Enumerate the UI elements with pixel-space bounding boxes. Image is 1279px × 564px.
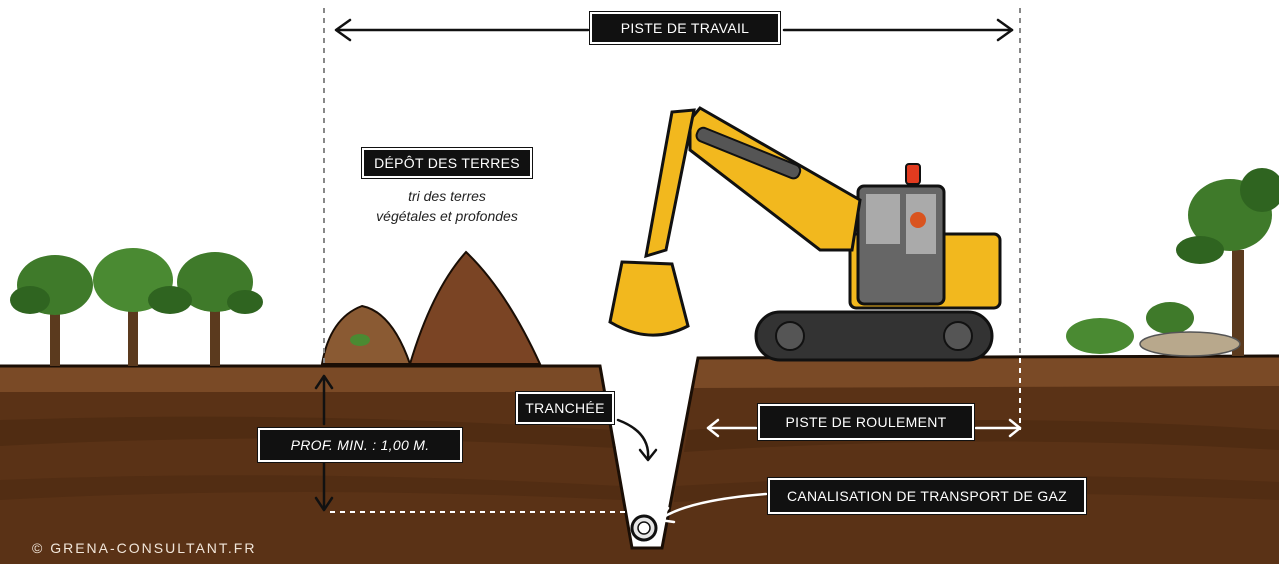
right-vegetation (1066, 168, 1279, 357)
label-piste-de-travail: PISTE DE TRAVAIL (590, 12, 780, 44)
label-profondeur-min: PROF. MIN. : 1,00 M. (258, 428, 462, 462)
arrows (314, 18, 1022, 524)
left-trees (10, 248, 263, 366)
label-depot-des-terres: DÉPÔT DES TERRES (362, 148, 532, 178)
guides (323, 8, 1021, 513)
excavator (608, 106, 1002, 362)
label-tranchee: TRANCHÉE (516, 392, 614, 424)
depot-subtitle-line1: tri des terres (408, 188, 486, 204)
label-canalisation: CANALISATION DE TRANSPORT DE GAZ (768, 478, 1086, 514)
copyright-credit: © GRENA-CONSULTANT.FR (32, 540, 257, 556)
spoil-heaps (320, 250, 542, 365)
gas-pipe (630, 514, 658, 542)
depot-subtitle-line2: végétales et profondes (376, 208, 518, 224)
label-piste-de-roulement: PISTE DE ROULEMENT (758, 404, 974, 440)
